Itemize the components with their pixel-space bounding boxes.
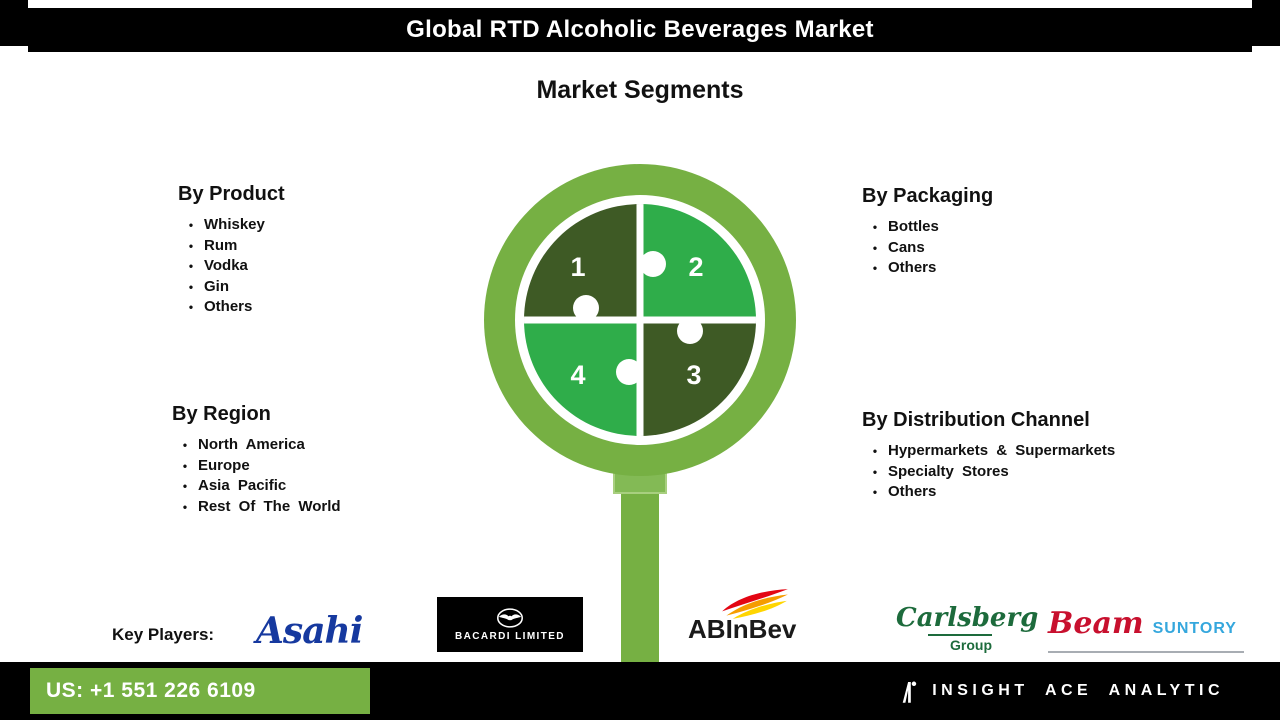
list-item-label: Others [204,298,253,316]
segment-list: • Hypermarkets & Supermarkets • Specialty … [862,441,1115,503]
title-bar: Global RTD Alcoholic Beverages Market [28,8,1252,52]
bullet-icon: • [188,238,194,253]
list-item-label: Rum [204,236,238,254]
beam-suntory-logo: Beam SUNTORY [1048,606,1244,653]
list-item: • Specialty Stores [862,462,1115,483]
carlsberg-logo-text: Carlsberg [896,603,1039,633]
page-title: Global RTD Alcoholic Beverages Market [406,16,874,43]
list-item: • Cans [862,238,993,259]
top-left-corner-block [0,0,28,46]
list-item-label: Others [888,483,937,501]
bullet-icon: • [188,300,194,315]
beam-logo-text: Beam [1048,606,1144,641]
list-item: • Bottles [862,217,993,238]
list-item: • Vodka [178,256,285,277]
list-item: • Others [862,482,1115,503]
bullet-icon: • [872,464,878,479]
segment-title: By Packaging [862,185,994,207]
puzzle-knob-icon [677,318,703,344]
list-item: • Rest Of The World [172,497,341,518]
carlsberg-swash [928,634,992,636]
list-item: • Others [178,297,285,318]
bullet-icon: • [872,220,878,234]
segment-title: By Product [178,183,285,205]
segment-by-product: By Product • Whiskey • Rum • Vodka • Gin • Ot… [178,183,285,318]
insight-ace-logo-icon [902,681,917,703]
top-right-corner-block [1252,0,1280,46]
bacardi-logo: BACARDI LIMITED [437,597,583,652]
suntory-logo-text: SUNTORY [1152,620,1237,637]
bacardi-bat-icon [497,607,523,628]
carlsberg-logo: Carlsberg Group [896,603,1039,653]
puzzle-knob-icon [573,295,599,321]
footer-bar: US: +1 551 226 6109 INSIGHT ACE ANALYTIC [0,662,1280,720]
list-item-label: Specialty Stores [888,462,1009,480]
segment-title: By Distribution Channel [862,409,1090,431]
phone-box: US: +1 551 226 6109 [30,668,370,714]
puzzle-knob-icon [616,359,642,385]
list-item: • Gin [178,277,285,298]
puzzle-knob-icon [640,251,666,277]
abinbev-ab: AB [688,614,726,644]
list-item-label: Gin [204,277,229,295]
list-item-label: Bottles [888,218,939,235]
list-item-label: Asia Pacific [198,477,287,495]
abinbev-logo: ABInBev [688,589,824,645]
bullet-icon: • [872,444,878,458]
bullet-icon: • [188,279,194,294]
abinbev-inbev: InBev [725,614,797,644]
list-item: • Europe [172,456,341,477]
list-item: • Whiskey [178,215,285,236]
segment-by-packaging: By Packaging • Bottles • Cans • Others [862,185,993,279]
bullet-icon: • [182,458,188,473]
bullet-icon: • [872,261,878,276]
puzzle-number-1: 1 [570,252,585,282]
asahi-logo: Asahi [256,610,363,652]
segment-by-distribution-channel: By Distribution Channel • Hypermarkets & … [862,409,1115,503]
list-item-label: Europe [198,456,250,474]
bacardi-logo-text: BACARDI LIMITED [455,630,565,642]
list-item-label: Cans [888,238,925,256]
bullet-icon: • [872,485,878,500]
brand-name: INSIGHT ACE ANALYTIC [932,682,1224,699]
list-item-label: Hypermarkets & Supermarkets [888,442,1116,459]
list-item: • Hypermarkets & Supermarkets [862,441,1115,462]
magnifier-handle [621,473,659,662]
bullet-icon: • [182,438,188,452]
segment-list: • Whiskey • Rum • Vodka • Gin • Others [178,215,285,318]
list-item: • Rum [178,236,285,257]
segment-list: • Bottles • Cans • Others [862,217,993,279]
subtitle: Market Segments [536,76,744,104]
segment-by-region: By Region • North America • Europe • Asia P… [172,403,341,517]
puzzle-number-4: 4 [570,360,585,390]
puzzle-number-2: 2 [688,252,703,282]
bullet-icon: • [182,499,188,514]
puzzle-number-3: 3 [686,360,701,390]
bullet-icon: • [182,479,188,494]
abinbev-eagle-icon [722,589,788,619]
phone-number: US: +1 551 226 6109 [46,679,256,702]
list-item-label: Others [888,259,937,277]
key-players-label: Key Players: [112,625,215,644]
bullet-icon: • [188,218,194,232]
list-item: • Asia Pacific [172,476,341,497]
list-item-label: Vodka [204,257,248,275]
segment-title: By Region [172,403,271,425]
abinbev-logo-text: ABInBev [688,614,796,645]
bullet-icon: • [188,259,194,274]
list-item-label: Whiskey [204,216,265,233]
list-item: • North America [172,435,341,456]
brand-lockup: INSIGHT ACE ANALYTIC [900,662,1224,720]
list-item: • Others [862,258,993,279]
carlsberg-group-text: Group [950,637,992,653]
segment-list: • North America • Europe • Asia Pacific • Re… [172,435,341,517]
list-item-label: Rest Of The World [198,497,341,515]
bullet-icon: • [872,240,878,255]
magnifier-puzzle-graphic: 1 2 3 4 [484,164,796,662]
list-item-label: North America [198,436,305,453]
